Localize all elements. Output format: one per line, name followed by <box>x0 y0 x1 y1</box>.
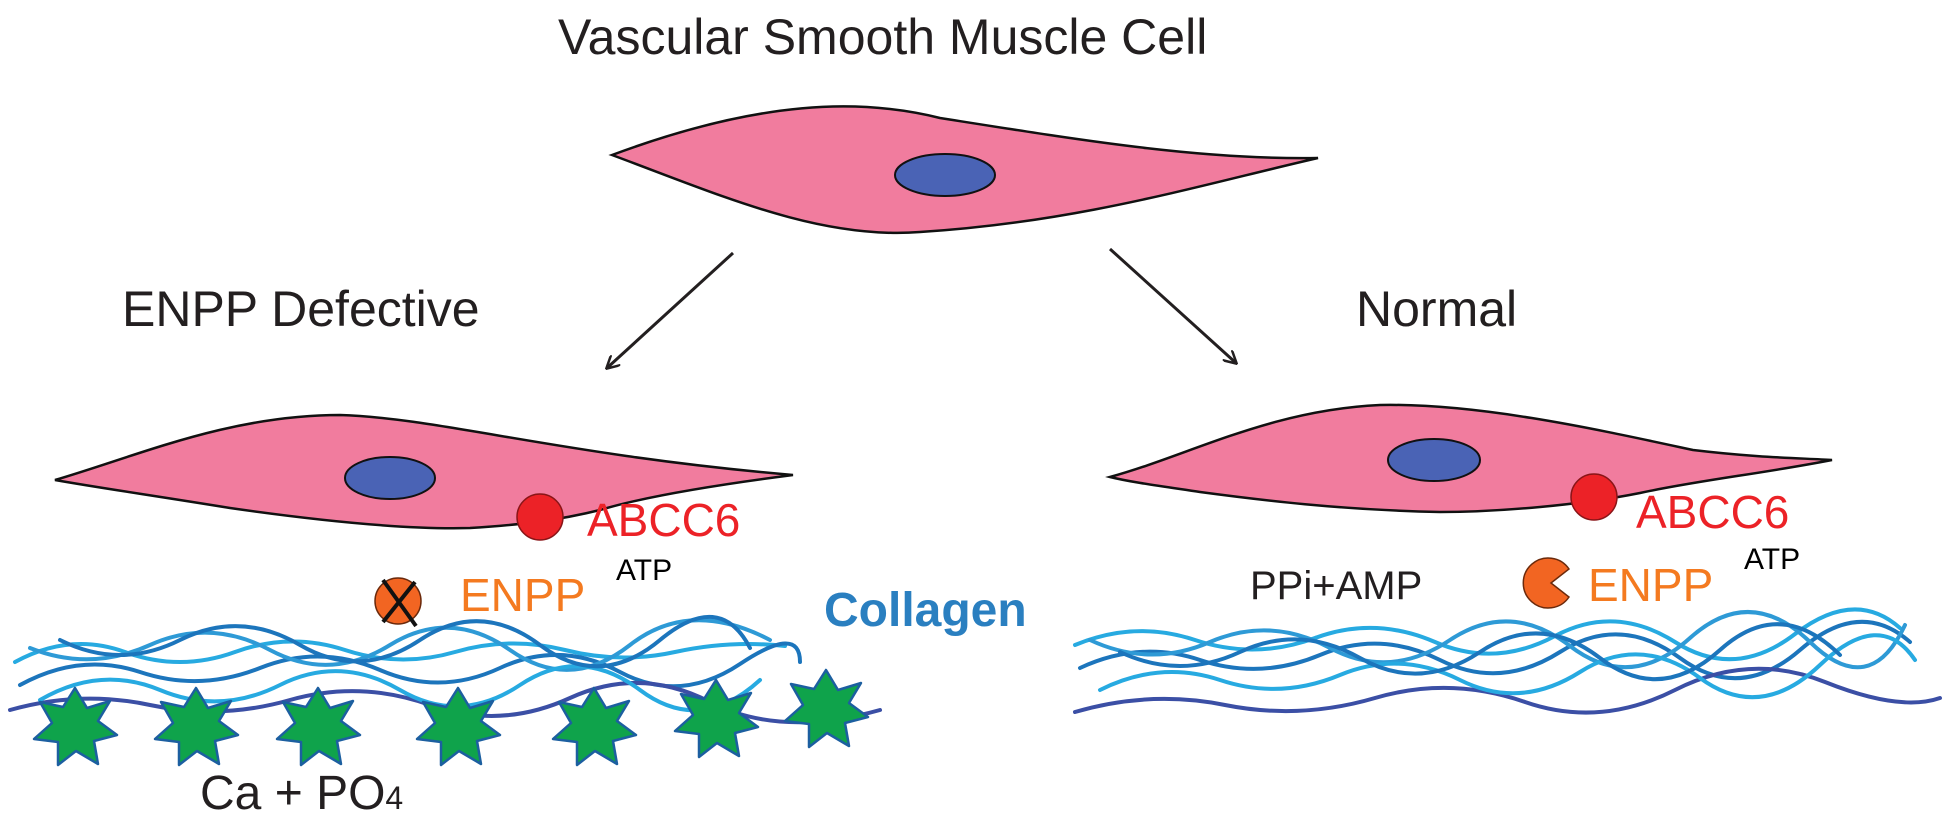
atp-label-right: ATP <box>1744 543 1801 576</box>
enpp-label-left: ENPP <box>460 569 586 621</box>
top-smooth-muscle-cell <box>608 105 1319 235</box>
abcc6-transporter <box>516 493 564 541</box>
branch-label-defective: ENPP Defective <box>122 281 480 337</box>
arrow-to-normal <box>1108 247 1236 363</box>
star-icon <box>275 686 362 767</box>
pacman-enzyme-icon <box>1522 557 1571 609</box>
star-icon <box>673 678 760 759</box>
reaction-product-label: PPi+AMP <box>1250 564 1423 608</box>
collagen-label: Collagen <box>824 584 1027 637</box>
star-icon <box>551 686 638 767</box>
right-smooth-muscle-cell <box>1105 403 1833 521</box>
star-icon <box>153 686 240 767</box>
mineral-deposits <box>32 668 870 767</box>
star-icon <box>415 686 502 767</box>
right-collagen-fibers <box>1073 607 1942 715</box>
cell-nucleus <box>894 153 996 197</box>
abcc6-label-left: ABCC6 <box>587 494 741 546</box>
star-icon <box>783 668 870 749</box>
diagram-title: Vascular Smooth Muscle Cell <box>558 9 1208 65</box>
calcium-phosphate-text: Ca + PO <box>200 767 386 820</box>
cell-nucleus <box>344 456 436 500</box>
phosphate-subscript: 4 <box>385 780 404 816</box>
abcc6-transporter <box>1570 473 1618 521</box>
cell-nucleus <box>1387 438 1481 482</box>
atp-label-left: ATP <box>616 554 673 587</box>
arrow-to-defective <box>607 251 735 368</box>
left-smooth-muscle-cell <box>54 413 794 541</box>
star-icon <box>32 686 119 767</box>
abcc6-label-right: ABCC6 <box>1636 486 1790 538</box>
crossed-out-enzyme-icon <box>374 577 422 628</box>
calcium-phosphate-label: Ca + PO4 <box>200 770 403 818</box>
enpp-label-right: ENPP <box>1588 559 1714 611</box>
branch-label-normal: Normal <box>1356 281 1518 337</box>
